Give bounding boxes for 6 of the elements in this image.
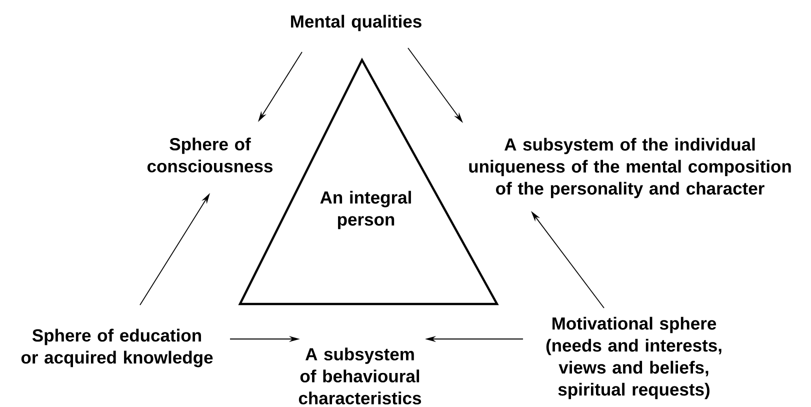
text-label: A subsystem of the individual uniqueness of the mental composition of the personality and character bbox=[469, 138, 791, 198]
text-label: Motivational sphere (needs and interests, views and beliefs, spiritual requests) bbox=[546, 316, 722, 400]
text-label: Sphere of education or acquired knowledge bbox=[21, 328, 213, 368]
text-label: Sphere of consciousness bbox=[147, 138, 272, 172]
text-label: A subsystem of behavioural characteristics bbox=[298, 348, 422, 404]
text-label: Mental qualities bbox=[291, 14, 422, 32]
